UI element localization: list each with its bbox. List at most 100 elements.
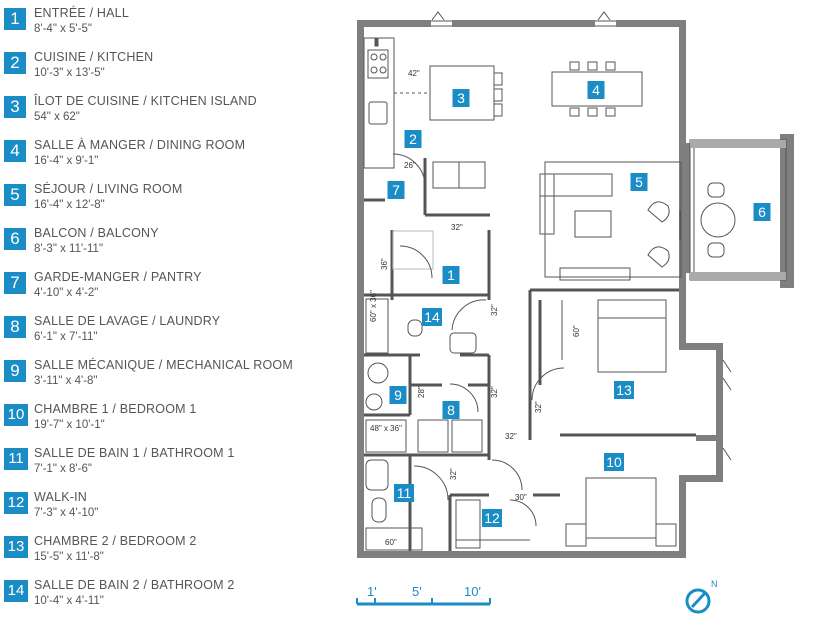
legend-room-name: CUISINE / KITCHEN xyxy=(34,50,154,64)
compass-north-label: N xyxy=(711,579,718,589)
dimension-island-clear: 42" xyxy=(408,69,420,78)
legend-number-badge: 13 xyxy=(4,536,28,558)
room-number: 13 xyxy=(616,382,632,398)
room-label-12: 12 xyxy=(482,509,502,527)
room-number: 1 xyxy=(447,267,455,283)
laundry-fixtures xyxy=(417,383,483,453)
dining-table xyxy=(551,61,643,117)
room-label-4: 4 xyxy=(587,81,605,99)
legend-room-name: SALLE MÉCANIQUE / MECHANICAL ROOM xyxy=(34,358,293,372)
room-number: 2 xyxy=(409,131,417,147)
legend-room-dimensions: 10'-4" x 4'-11" xyxy=(34,595,104,607)
room-label-11: 11 xyxy=(394,484,414,502)
legend-room-name: GARDE-MANGER / PANTRY xyxy=(34,270,202,284)
mechanical-fixtures xyxy=(365,362,389,411)
dimension-bed2-door: 32" xyxy=(534,401,543,413)
pantry-shelves xyxy=(392,153,486,189)
balcony xyxy=(689,134,794,288)
legend-room-dimensions: 16'-4" x 9'-1" xyxy=(34,155,99,167)
legend-room-name: SALLE DE BAIN 2 / BATHROOM 2 xyxy=(34,578,235,592)
room-label-9: 9 xyxy=(389,386,407,404)
dimension-hall-door: 32" xyxy=(451,223,463,232)
room-number: 4 xyxy=(592,82,600,98)
dimension-bath2-door: 32" xyxy=(490,304,499,316)
legend-room-dimensions: 16'-4" x 12'-8" xyxy=(34,199,105,211)
legend-number-badge: 9 xyxy=(4,360,26,382)
room-number: 5 xyxy=(635,174,643,190)
legend-number-badge: 11 xyxy=(4,448,28,470)
dimension-tub: 60" xyxy=(385,538,397,547)
hall-door xyxy=(392,230,434,279)
legend-room-name: SALLE À MANGER / DINING ROOM xyxy=(34,138,246,152)
scale-bar: 1' 5' 10' xyxy=(356,584,491,606)
legend-number-badge: 2 xyxy=(4,52,26,74)
legend-room-name: SALLE DE LAVAGE / LAUNDRY xyxy=(34,314,221,328)
bedroom-1-furniture xyxy=(491,459,677,547)
legend-room-name: CHAMBRE 2 / BEDROOM 2 xyxy=(34,534,197,548)
room-number: 11 xyxy=(397,485,412,501)
room-number: 7 xyxy=(392,182,400,198)
legend-number-badge: 5 xyxy=(4,184,26,206)
dimension-shower1: 48" x 36" xyxy=(370,424,402,433)
legend-room-name: CHAMBRE 1 / BEDROOM 1 xyxy=(34,402,197,416)
dimension-laundry-door: 32" xyxy=(490,386,499,398)
scale-label-1: 1' xyxy=(367,584,377,599)
legend-room-dimensions: 7'-1" x 8'-6" xyxy=(34,463,92,475)
legend-room-name: WALK-IN xyxy=(34,490,88,504)
room-number: 9 xyxy=(394,387,402,403)
dimension-walkin-door: 30" xyxy=(515,493,527,502)
dimension-labels: 42"26"32"36"60" x 36"32"60"28"32"32"32"4… xyxy=(369,69,581,547)
legend-number-badge: 6 xyxy=(4,228,26,250)
scale-label-5: 5' xyxy=(412,584,422,599)
legend-room-dimensions: 19'-7" x 10'-1" xyxy=(34,419,105,431)
legend-room-dimensions: 54" x 62" xyxy=(34,111,80,123)
room-number: 6 xyxy=(758,204,766,220)
legend-room-dimensions: 15'-5" x 11'-8" xyxy=(34,551,104,563)
legend-number-badge: 3 xyxy=(4,96,26,118)
dimension-shower2: 60" x 36" xyxy=(369,290,378,322)
room-label-10: 10 xyxy=(604,453,624,471)
room-label-5: 5 xyxy=(630,173,648,191)
room-number: 8 xyxy=(447,402,455,418)
legend-room-dimensions: 10'-3" x 13'-5" xyxy=(34,67,105,79)
scale-label-10: 10' xyxy=(464,584,481,599)
legend-room-dimensions: 6'-1" x 7'-11" xyxy=(34,331,98,343)
legend-room-name: BALCON / BALCONY xyxy=(34,226,159,240)
room-label-2: 2 xyxy=(404,130,422,148)
living-furniture xyxy=(539,161,682,281)
dimension-hall-side: 36" xyxy=(380,258,389,270)
legend-room-dimensions: 7'-3" x 4'-10" xyxy=(34,507,99,519)
room-number: 10 xyxy=(606,454,622,470)
kitchen-counter xyxy=(363,37,395,169)
legend-room-name: SALLE DE BAIN 1 / BATHROOM 1 xyxy=(34,446,235,460)
legend-number-badge: 10 xyxy=(4,404,28,426)
legend-number-badge: 4 xyxy=(4,140,26,162)
bathroom-1-fixtures xyxy=(365,419,449,551)
room-label-7: 7 xyxy=(387,181,405,199)
room-label-8: 8 xyxy=(442,401,460,419)
room-label-6: 6 xyxy=(753,203,771,221)
room-number: 14 xyxy=(424,309,440,325)
room-label-14: 14 xyxy=(422,308,442,326)
legend-room-dimensions: 8'-3" x 11'-11" xyxy=(34,243,104,255)
room-number: 12 xyxy=(484,510,500,526)
legend-room-name: ÎLOT DE CUISINE / KITCHEN ISLAND xyxy=(34,94,257,108)
dimension-pantry-door: 26" xyxy=(404,161,416,170)
legend-number-badge: 1 xyxy=(4,8,26,30)
bathroom-2-fixtures xyxy=(365,298,487,354)
windows xyxy=(431,11,732,461)
north-compass-icon: N xyxy=(685,579,718,614)
dimension-mech-door: 28" xyxy=(417,386,426,398)
interior-walls xyxy=(364,158,696,551)
legend-room-dimensions: 8'-4" x 5'-5" xyxy=(34,23,92,35)
dimension-bed2-closet: 60" xyxy=(572,325,581,337)
legend-number-badge: 8 xyxy=(4,316,26,338)
bedroom-2-furniture xyxy=(531,299,667,401)
legend-room-dimensions: 3'-11" x 4'-8" xyxy=(34,375,98,387)
room-label-1: 1 xyxy=(442,266,460,284)
legend-number-badge: 7 xyxy=(4,272,26,294)
legend-room-name: ENTRÉE / HALL xyxy=(34,6,129,20)
kitchen-island xyxy=(394,65,503,121)
room-label-13: 13 xyxy=(614,381,634,399)
